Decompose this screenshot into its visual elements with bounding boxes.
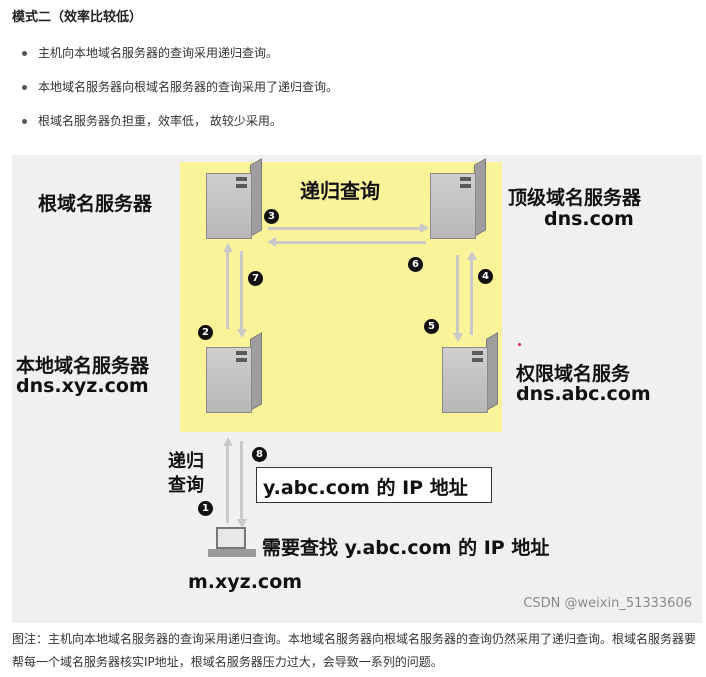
watermark: CSDN @weixin_51333606 xyxy=(523,596,692,611)
arrow-6 xyxy=(276,241,426,244)
tld-domain-label: dns.com xyxy=(544,208,634,230)
step-number: 3 xyxy=(264,209,279,224)
bullet-item: 主机向本地域名服务器的查询采用递归查询。 xyxy=(22,46,338,80)
arrow-8-head xyxy=(237,519,247,528)
step-number: 1 xyxy=(198,501,213,516)
step-number: 2 xyxy=(198,325,213,340)
tld-server-icon xyxy=(430,158,486,239)
arrow-5-head xyxy=(467,251,477,260)
arrow-3 xyxy=(268,227,420,230)
arrow-3-head xyxy=(420,223,429,233)
step-number: 8 xyxy=(252,447,267,462)
section-heading: 模式二（效率比较低） xyxy=(12,10,143,25)
figure-caption: 图注：主机向本地域名服务器的查询采用递归查询。本地域名服务器向根域名服务器的查询… xyxy=(12,632,697,669)
recursive-label-line2: 查询 xyxy=(168,475,204,496)
host-label: m.xyz.com xyxy=(188,571,303,593)
step-number: 7 xyxy=(248,271,263,286)
tld-server-label: 顶级域名服务器 xyxy=(508,187,642,209)
step-number: 5 xyxy=(424,319,439,334)
bullet-list: 主机向本地域名服务器的查询采用递归查询。 本地域名服务器向根域名服务器的查询采用… xyxy=(22,46,338,148)
local-domain-label: dns.xyz.com xyxy=(16,375,149,397)
arrow-8 xyxy=(240,441,243,519)
answer-box: y.abc.com 的 IP 地址 xyxy=(256,467,492,503)
request-text: 需要查找 y.abc.com 的 IP 地址 xyxy=(262,537,550,559)
auth-server-icon xyxy=(442,332,498,413)
auth-server-label: 权限域名服务 xyxy=(516,363,631,385)
step-number: 4 xyxy=(478,269,493,284)
laptop-icon xyxy=(208,527,256,565)
root-server-label: 根域名服务器 xyxy=(38,193,153,215)
arrow-5 xyxy=(470,259,473,335)
recursive-label-line1: 递归 xyxy=(168,451,204,472)
step-number: 6 xyxy=(408,257,423,272)
bullet-item: 本地域名服务器向根域名服务器的查询采用了递归查询。 xyxy=(22,80,338,114)
arrow-1 xyxy=(226,445,229,523)
arrow-7 xyxy=(240,251,243,329)
arrow-2-head xyxy=(223,243,233,252)
arrow-4 xyxy=(456,255,459,333)
local-server-icon xyxy=(206,332,262,413)
arrow-7-head xyxy=(237,329,247,338)
arrow-2 xyxy=(226,251,229,329)
arrow-6-head xyxy=(267,237,276,247)
arrow-1-head xyxy=(223,437,233,446)
diagram-title: 递归查询 xyxy=(300,179,380,203)
root-server-icon xyxy=(206,158,262,239)
answer-text: y.abc.com 的 IP 地址 xyxy=(263,477,468,499)
dns-recursive-diagram: 递归查询 根域名服务器 顶级域名服务器 dns.com 本地域名服务器 dns.… xyxy=(12,155,702,623)
arrow-4-head xyxy=(453,333,463,342)
red-dot xyxy=(518,343,521,346)
local-server-label: 本地域名服务器 xyxy=(16,355,150,377)
auth-domain-label: dns.abc.com xyxy=(516,383,651,405)
bullet-item: 根域名服务器负担重，效率低， 故较少采用。 xyxy=(22,114,338,148)
